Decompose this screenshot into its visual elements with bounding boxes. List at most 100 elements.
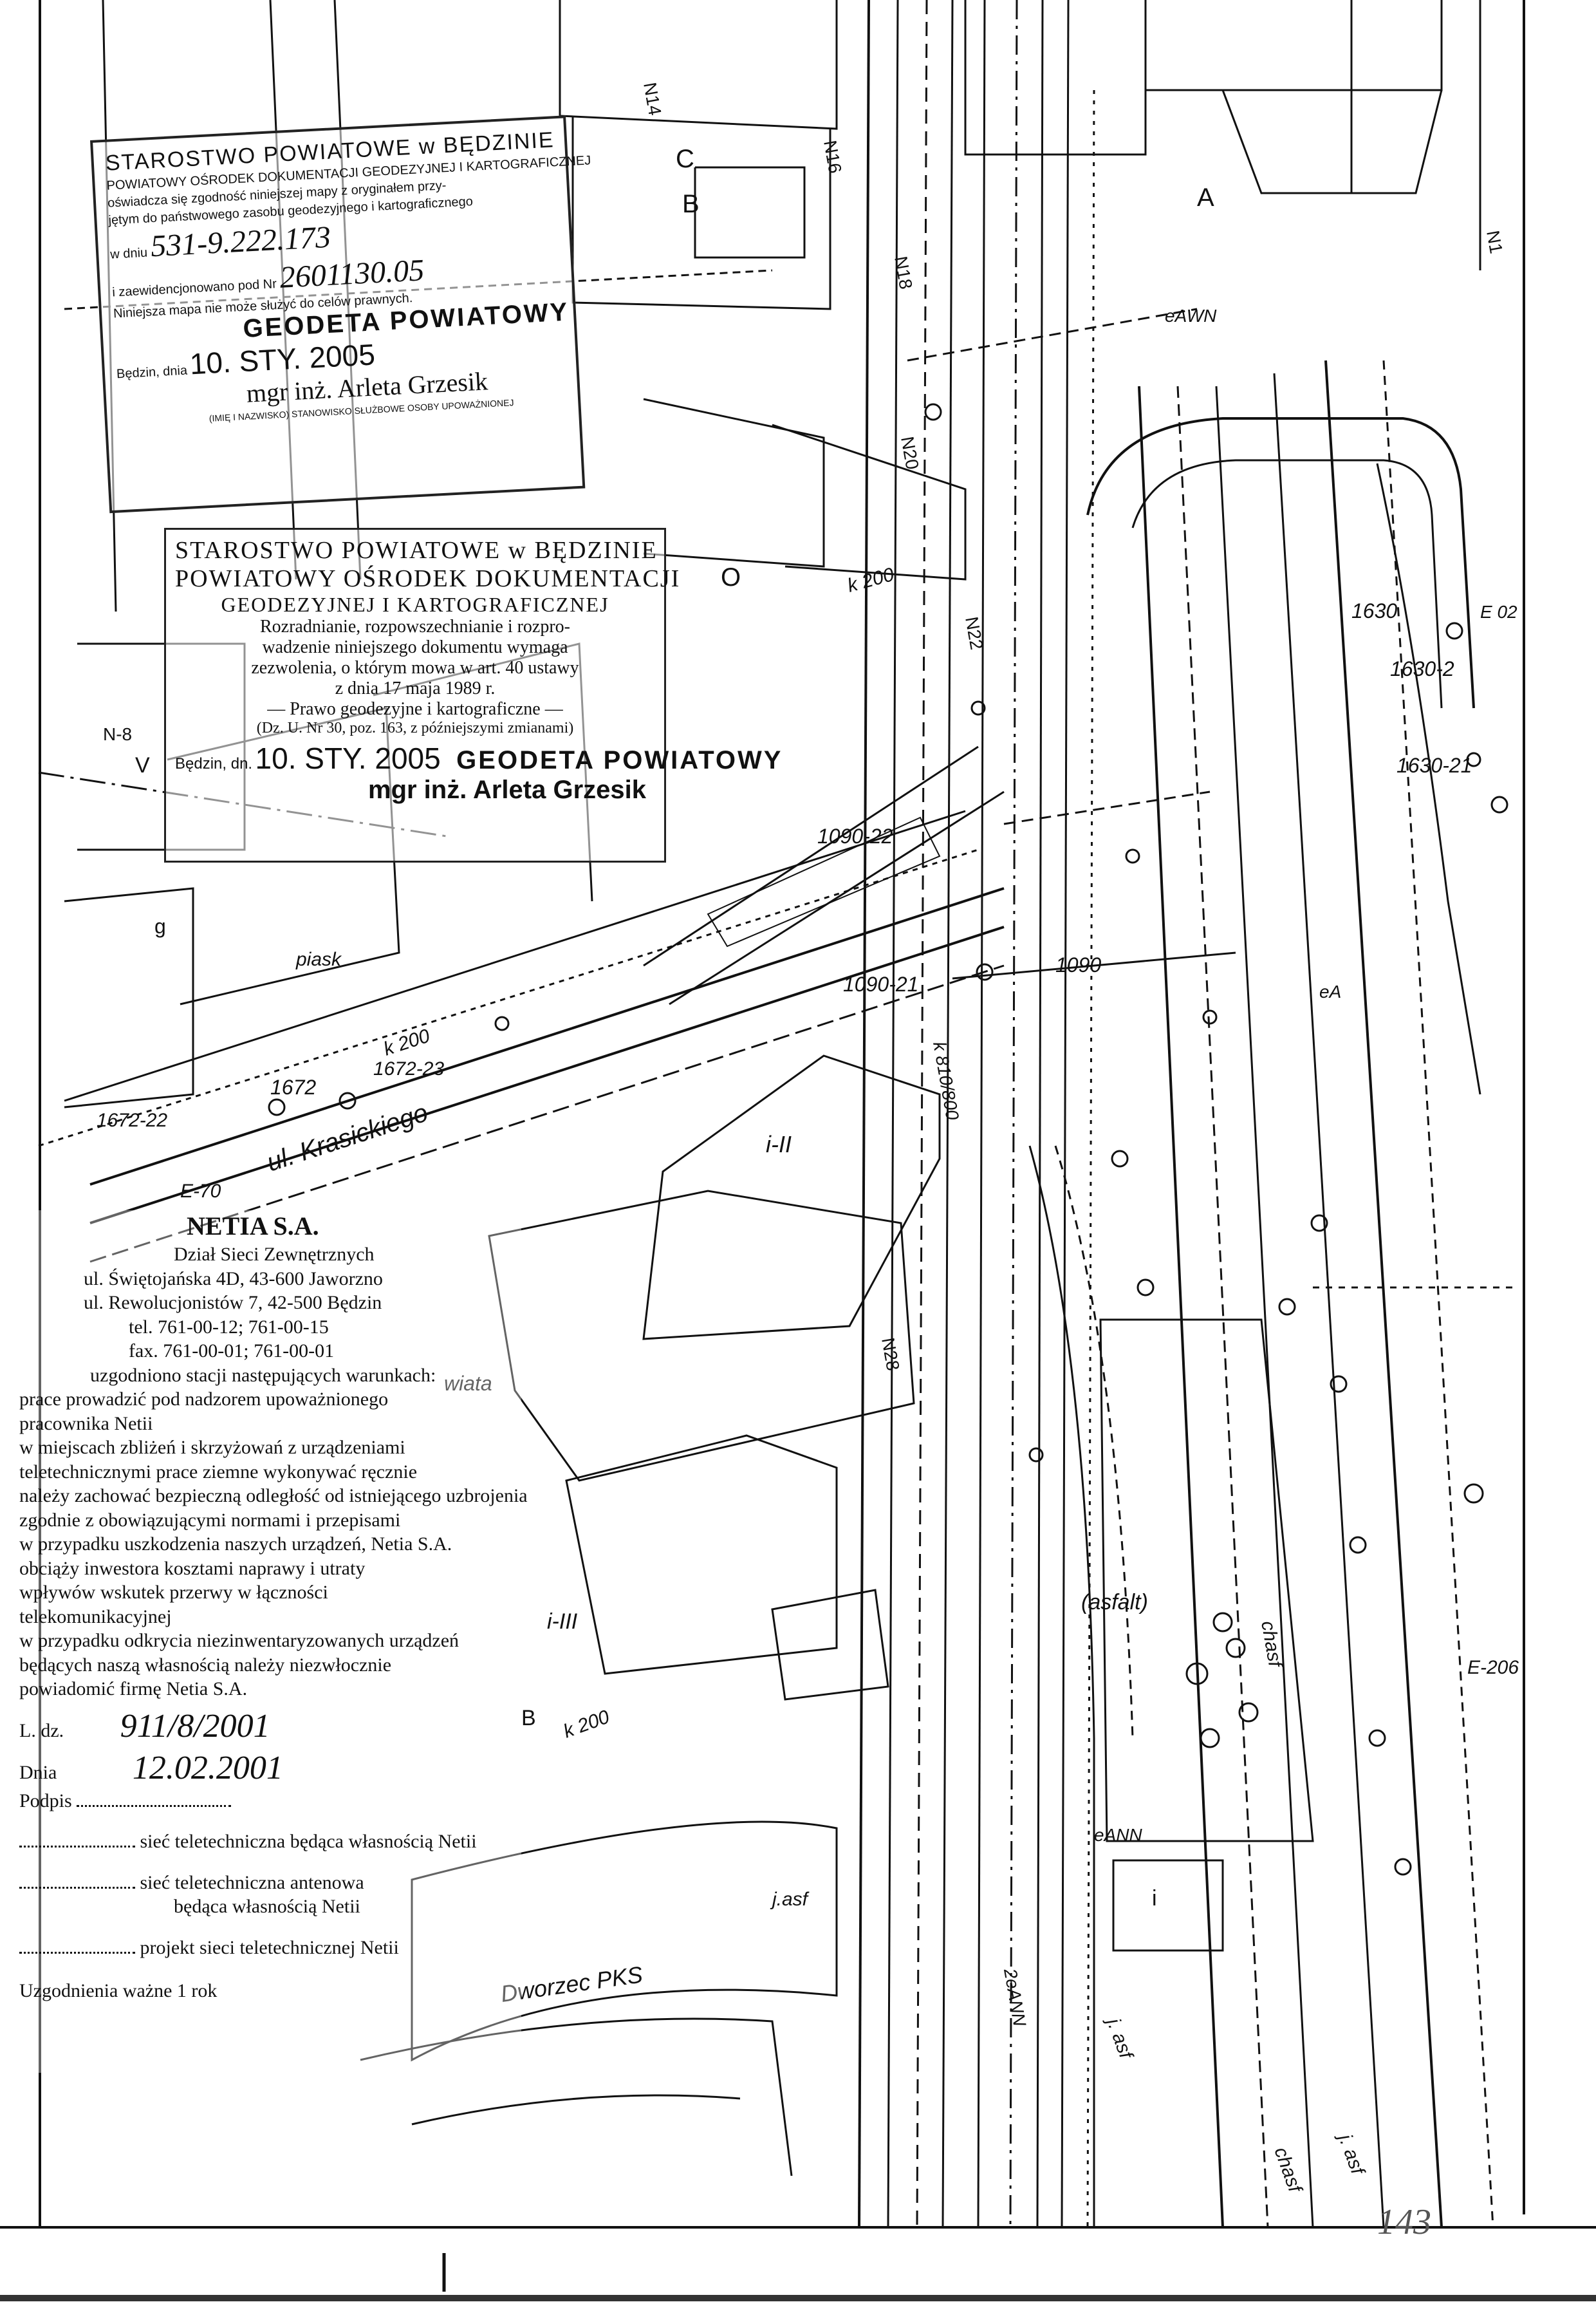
map-label: E-206: [1467, 1657, 1519, 1678]
netia-legend-item: będąca własnością Netii: [174, 1896, 360, 1917]
legend-line: [19, 1830, 135, 1848]
netia-legend-item: sieć teletechniczna antenowa: [19, 1871, 521, 1895]
map-label: 1672-22: [97, 1110, 167, 1131]
legend-text: sieć teletechniczna będąca własnością Ne…: [140, 1831, 477, 1852]
map-label: N16: [820, 139, 845, 175]
building-letter: O: [721, 563, 741, 592]
stamp-line: wadzenie niniejszego dokumentu wymaga: [262, 637, 568, 657]
legend-line: [19, 1871, 135, 1889]
netia-condition: telekomunikacyjnej: [19, 1605, 172, 1627]
building-letter: B: [682, 190, 700, 218]
page-number: 143: [1377, 2202, 1431, 2242]
netia-address: ul. Rewolucjonistów 7, 42-500 Będzin: [84, 1292, 382, 1313]
netia-company: NETIA S.A.: [187, 1211, 319, 1240]
stamp-label: Będzin, dn.: [175, 755, 253, 772]
map-label: 2eANN: [1000, 1967, 1030, 2028]
map-label: 1672: [270, 1076, 316, 1099]
stamp-line: z dnia 17 maja 1989 r.: [335, 678, 496, 698]
map-label: chasf: [1270, 2144, 1306, 2196]
map-label: eANN: [1094, 1825, 1142, 1845]
map-label: N-8: [103, 724, 132, 744]
stamp-signature: mgr inż. Arleta Grzesik: [368, 776, 646, 804]
netia-condition: teletechnicznymi prace ziemne wykonywać …: [19, 1461, 418, 1483]
surface-label: (asfalt): [1081, 1590, 1148, 1614]
building-letter: g: [154, 915, 166, 938]
netia-condition: pracownika Netii: [19, 1412, 153, 1434]
certification-stamp-1: STAROSTWO POWIATOWE w BĘDZINIE POWIATOWY…: [90, 115, 591, 514]
netia-ldz-label: L. dz.: [19, 1719, 64, 1741]
map-label: E 02: [1480, 602, 1517, 622]
map-label: N14: [640, 81, 665, 117]
map-label: N18: [891, 255, 916, 291]
area-label: piask: [295, 949, 342, 970]
stamp-handwritten-number: 531-9.222.173: [149, 220, 332, 264]
netia-condition: powiadomić firmę Netia S.A.: [19, 1678, 248, 1699]
netia-date-value: 12.02.2001: [132, 1749, 283, 1786]
netia-date-row: Dnia 12.02.2001: [19, 1747, 521, 1789]
netia-phone: tel. 761-00-12; 761-00-15: [129, 1316, 329, 1338]
netia-department: Dział Sieci Zewnętrznych: [174, 1244, 375, 1265]
map-label: eA: [1319, 982, 1341, 1002]
netia-conditions-title: uzgodniono stacji następujących warunkac…: [90, 1364, 436, 1386]
map-label: N1: [1483, 229, 1507, 256]
netia-condition: wpływów wskutek przerwy w łączności: [19, 1582, 328, 1603]
netia-agreement-stamp: NETIA S.A. Dział Sieci Zewnętrznych ul. …: [19, 1210, 528, 2073]
map-label: 1630-2: [1390, 657, 1454, 680]
map-label: 1090-22: [817, 825, 893, 848]
stamp-label: i zaewidencjonowano pod Nr: [111, 277, 277, 300]
netia-legend-item: projekt sieci teletechnicznej Netii: [19, 1936, 521, 1960]
street-label: ul. Krasickiego: [263, 1098, 431, 1177]
stamp-date: 10. STY. 2005: [255, 742, 441, 775]
building-letter: V: [135, 753, 150, 778]
certification-stamp-2: STAROSTWO POWIATOWE w BĘDZINIE POWIATOWY…: [164, 528, 781, 863]
netia-condition: będących naszą własnością należy niezwło…: [19, 1654, 392, 1676]
legend-text: sieć teletechniczna antenowa: [140, 1871, 364, 1893]
netia-signature-row: Podpis: [19, 1789, 521, 1813]
building-label: i-II: [766, 1131, 792, 1157]
building-letter: B: [521, 1706, 536, 1730]
legend-line: [19, 1936, 135, 1954]
stamp-line: (Dz. U. Nr 30, poz. 163, z późniejszymi …: [256, 720, 574, 736]
stamp-handwritten-number: 2601130.05: [279, 253, 425, 295]
building-letter: A: [1197, 183, 1214, 212]
netia-ldz-value: 911/8/2001: [120, 1707, 270, 1745]
netia-condition: zgodnie z obowiązującymi normami i przep…: [19, 1509, 401, 1531]
netia-condition: w miejscach zbliżeń i skrzyżowań z urząd…: [19, 1437, 405, 1458]
building-letter: C: [676, 145, 694, 173]
map-label: k 200: [845, 564, 896, 597]
map-label: 1672-23: [373, 1058, 444, 1080]
signature-line: [77, 1790, 232, 1807]
map-label: k 810/800: [929, 1040, 963, 1122]
map-label: N20: [897, 435, 922, 471]
netia-address: ul. Świętojańska 4D, 43-600 Jaworzno: [84, 1268, 383, 1289]
legend-text: projekt sieci teletechnicznej Netii: [140, 1936, 399, 1958]
netia-legend-item: sieć teletechniczna będąca własnością Ne…: [19, 1829, 521, 1854]
map-label: N28: [878, 1336, 903, 1372]
map-label: 1630: [1351, 599, 1397, 622]
map-label: 1630-21: [1396, 754, 1472, 777]
netia-condition: w przypadku uszkodzenia naszych urządzeń…: [19, 1533, 452, 1555]
netia-ldz-row: L. dz. 911/8/2001: [19, 1705, 521, 1747]
netia-condition: prace prowadzić pod nadzorem upoważnione…: [19, 1389, 389, 1410]
stamp-date-row: Będzin, dn. 10. STY. 2005 GEODETA POWIAT…: [175, 741, 781, 776]
map-label: j.asf: [770, 1889, 810, 1910]
netia-fax: fax. 761-00-01; 761-00-01: [129, 1340, 335, 1361]
map-label: 1090: [1055, 953, 1101, 977]
stamp-official-title: GEODETA POWIATOWY: [456, 746, 783, 774]
map-label: j. asf: [1102, 2013, 1137, 2063]
map-label: k 200: [561, 1706, 613, 1742]
stamp-label: Będzin, dnia: [116, 363, 188, 382]
building-label: i-III: [547, 1609, 578, 1634]
stamp-line: Rozradnianie, rozpowszechnianie i rozpro…: [259, 617, 570, 637]
map-label: j. asf: [1333, 2129, 1369, 2178]
netia-condition: należy zachować bezpieczną odległość od …: [19, 1485, 528, 1506]
stamp-line: GEODEZYJNEJ I KARTOGRAFICZNEJ: [221, 593, 609, 616]
stamp-label: w dniu: [109, 245, 148, 262]
netia-footer: Uzgodnienia ważne 1 rok: [19, 1980, 218, 2001]
netia-signature-label: Podpis: [19, 1790, 72, 1811]
map-label: eAWN: [1165, 306, 1217, 326]
stamp-line: — Prawo geodezyjne i kartograficzne —: [267, 699, 563, 719]
netia-condition: w przypadku odkrycia niezinwentaryzowany…: [19, 1630, 459, 1651]
stamp-line: zezwolenia, o którym mowa w art. 40 usta…: [251, 658, 579, 678]
